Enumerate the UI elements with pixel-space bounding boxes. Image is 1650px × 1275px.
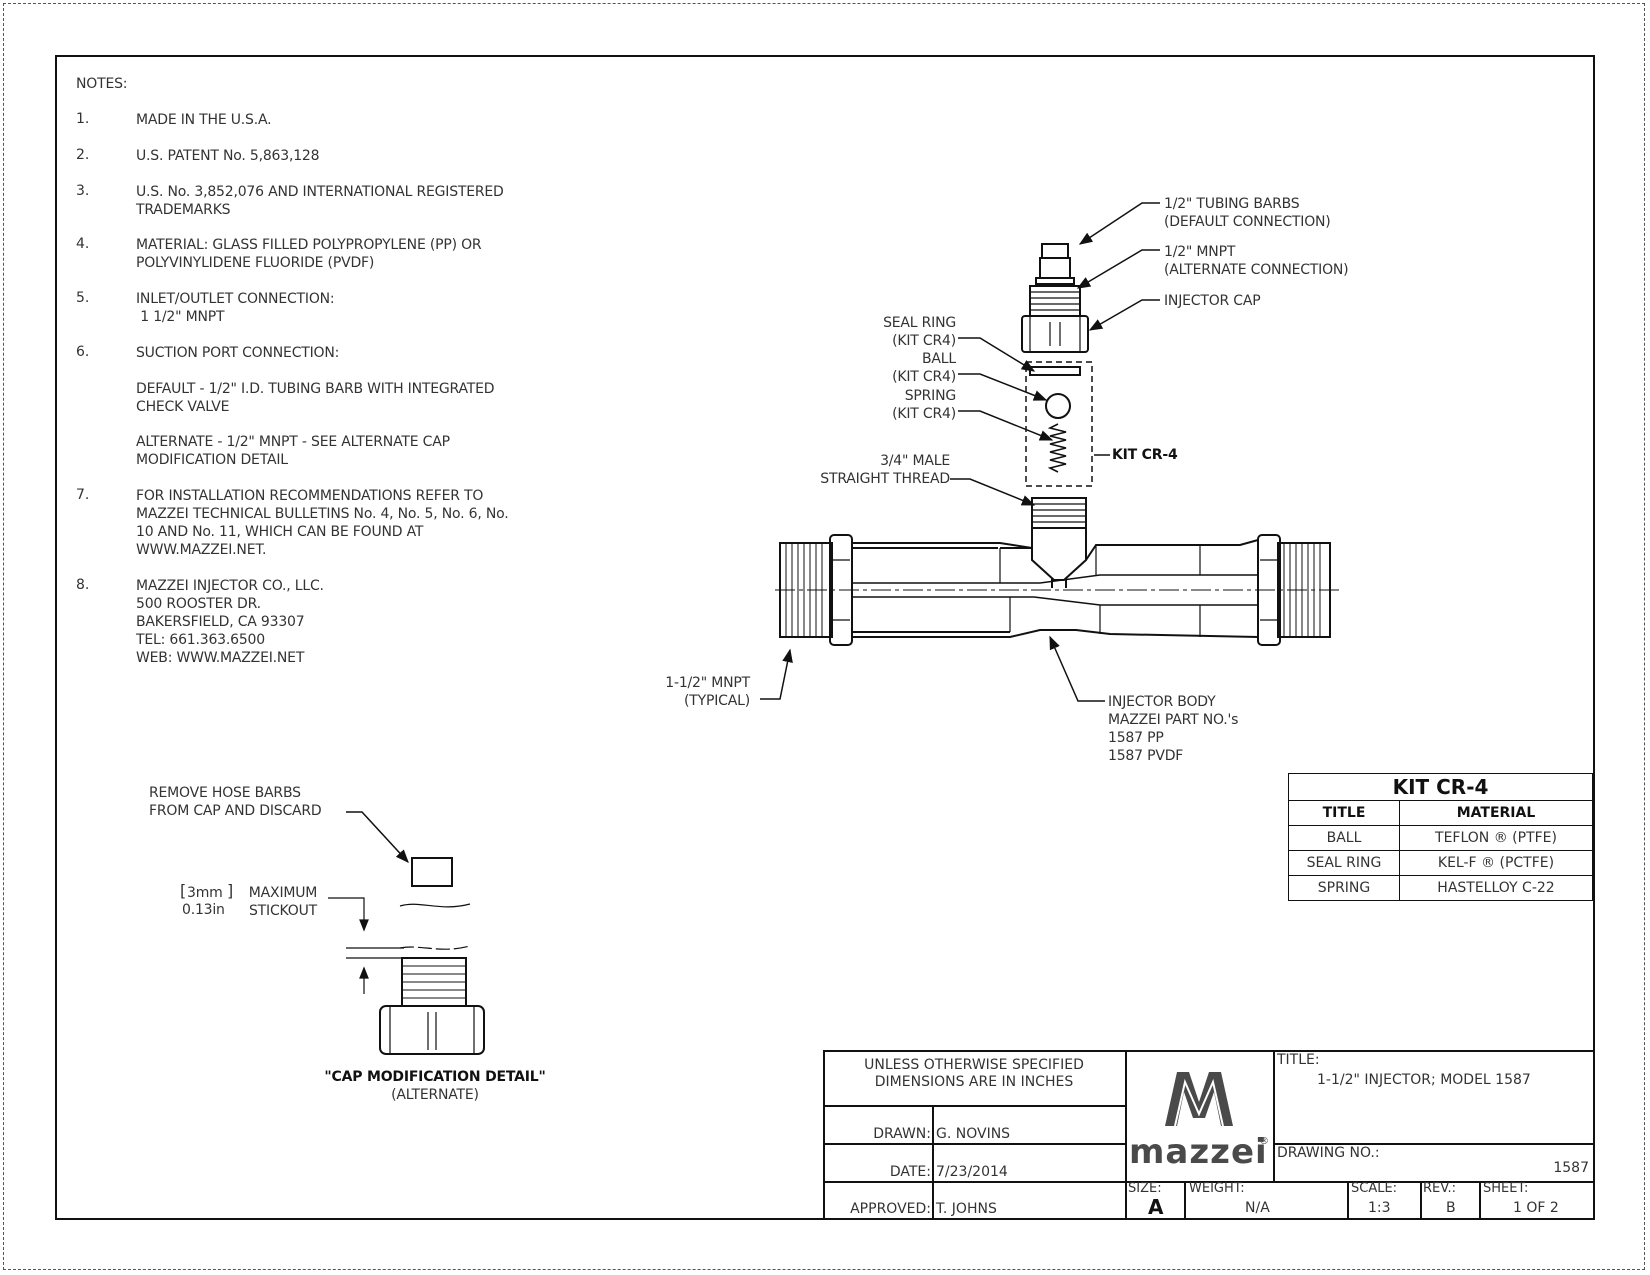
- unless-specified-note: UNLESS OTHERWISE SPECIFIED DIMENSIONS AR…: [864, 1057, 1084, 1090]
- note-text: DEFAULT - 1/2" I.D. TUBING BARB WITH INT…: [136, 381, 495, 415]
- note-number: 2.: [76, 147, 90, 163]
- rev-label: REV.:: [1423, 1181, 1456, 1196]
- table-row: SEAL RING KEL-F ® (PCTFE): [1288, 850, 1593, 876]
- dimension-bracket-l: [: [180, 881, 187, 900]
- callout-tubing-barbs: 1/2" TUBING BARBS (DEFAULT CONNECTION): [1164, 196, 1331, 230]
- logo-registered-mark: ®: [1259, 1136, 1269, 1147]
- weight-value: N/A: [1245, 1200, 1270, 1216]
- note-text: FOR INSTALLATION RECOMMENDATIONS REFER T…: [136, 488, 509, 558]
- callout-spring: SPRING (KIT CR4): [892, 388, 956, 422]
- callout-kit-cr4: KIT CR-4: [1112, 447, 1178, 463]
- kit-cell-title: SPRING: [1288, 875, 1400, 901]
- note-number: 4.: [76, 236, 90, 252]
- callout-male-thread: 3/4" MALE STRAIGHT THREAD: [820, 453, 950, 487]
- note-number: 1.: [76, 111, 90, 127]
- dimension-in: 0.13in: [182, 902, 225, 918]
- sheet-label: SHEET:: [1483, 1181, 1529, 1196]
- dimension-mm: 3mm: [187, 885, 223, 901]
- kit-cell-title: SEAL RING: [1288, 850, 1400, 876]
- drawn-label: DRAWN:: [873, 1126, 931, 1142]
- rev-value: B: [1446, 1200, 1456, 1216]
- sheet-value: 1 OF 2: [1513, 1200, 1559, 1216]
- kit-col-title: TITLE: [1288, 800, 1400, 826]
- drawing-no-value: 1587: [1553, 1160, 1589, 1176]
- injector-body: [775, 528, 1340, 646]
- table-row: BALL TEFLON ® (PTFE): [1288, 825, 1593, 851]
- note-text: SUCTION PORT CONNECTION:: [136, 345, 340, 361]
- date-label: DATE:: [889, 1164, 931, 1180]
- cap-thread: [401, 957, 467, 1007]
- max-stickout-label: MAXIMUM STICKOUT: [248, 885, 318, 919]
- leader-lines: [760, 202, 1160, 702]
- kit-cell-title: BALL: [1288, 825, 1400, 851]
- kit-cr4-table: KIT CR-4 TITLE MATERIAL BALL TEFLON ® (P…: [1288, 773, 1593, 901]
- removed-barb: [411, 857, 453, 887]
- title-label: TITLE:: [1277, 1052, 1320, 1068]
- kit-col-material: MATERIAL: [1399, 800, 1593, 826]
- cap-body: [379, 1005, 485, 1055]
- scale-label: SCALE:: [1351, 1181, 1398, 1196]
- drawing-frame: [55, 55, 1595, 1220]
- note-number: 5.: [76, 290, 90, 306]
- note-number: 7.: [76, 487, 90, 503]
- drawing-no-label: DRAWING NO.:: [1277, 1145, 1380, 1161]
- note-text: INLET/OUTLET CONNECTION: 1 1/2" MNPT: [136, 291, 335, 325]
- cap-detail-title: "CAP MODIFICATION DETAIL": [324, 1069, 546, 1085]
- note-text: U.S. PATENT No. 5,863,128: [136, 148, 320, 164]
- callout-mnpt-typical: 1-1/2" MNPT (TYPICAL): [665, 675, 750, 709]
- drawn-value: G. NOVINS: [936, 1126, 1011, 1142]
- note-text: ALTERNATE - 1/2" MNPT - SEE ALTERNATE CA…: [136, 434, 450, 468]
- size-value: A: [1148, 1195, 1164, 1219]
- callout-ball: BALL (KIT CR4): [892, 351, 956, 385]
- logo-wordmark: mazzei: [1129, 1132, 1268, 1172]
- kit-cr4-boundary: [1025, 361, 1093, 487]
- title-block: UNLESS OTHERWISE SPECIFIED DIMENSIONS AR…: [823, 1050, 1595, 1220]
- approved-value: T. JOHNS: [936, 1201, 997, 1217]
- callout-injector-cap: INJECTOR CAP: [1164, 293, 1261, 309]
- kit-table-title: KIT CR-4: [1288, 773, 1593, 801]
- kit-cell-material: KEL-F ® (PCTFE): [1399, 850, 1593, 876]
- note-number: 6.: [76, 344, 90, 360]
- kit-cell-material: TEFLON ® (PTFE): [1399, 825, 1593, 851]
- kit-cell-material: HASTELLOY C-22: [1399, 875, 1593, 901]
- tubing-barb: [1035, 243, 1075, 285]
- date-value: 7/23/2014: [936, 1164, 1008, 1180]
- table-row: SPRING HASTELLOY C-22: [1288, 875, 1593, 901]
- callout-half-mnpt: 1/2" MNPT (ALTERNATE CONNECTION): [1164, 244, 1349, 278]
- spring: [1047, 423, 1067, 473]
- note-text: MAZZEI INJECTOR CO., LLC. 500 ROOSTER DR…: [136, 578, 324, 666]
- callout-injector-body: INJECTOR BODY MAZZEI PART NO.'s 1587 PP …: [1108, 694, 1239, 764]
- note-text: MATERIAL: GLASS FILLED POLYPROPYLENE (PP…: [136, 237, 482, 271]
- note-text: U.S. No. 3,852,076 AND INTERNATIONAL REG…: [136, 184, 504, 218]
- straight-thread: [1031, 497, 1087, 529]
- note-number: 8.: [76, 577, 90, 593]
- notes-heading: NOTES:: [76, 76, 128, 92]
- drawing-title: 1-1/2" INJECTOR; MODEL 1587: [1317, 1072, 1531, 1088]
- callout-seal-ring: SEAL RING (KIT CR4): [883, 315, 956, 349]
- injector-cap: [1021, 315, 1089, 353]
- note-text: MADE IN THE U.S.A.: [136, 112, 272, 128]
- page-border: [3, 3, 1645, 1270]
- note-number: 3.: [76, 183, 90, 199]
- weight-label: WEIGHT:: [1189, 1181, 1245, 1196]
- stickout-dimension: [328, 897, 404, 994]
- scale-value: 1:3: [1368, 1200, 1391, 1216]
- size-label: SIZE:: [1128, 1181, 1162, 1196]
- approved-label: APPROVED:: [850, 1201, 931, 1217]
- remove-barbs-note: REMOVE HOSE BARBS FROM CAP AND DISCARD: [149, 785, 322, 819]
- ball: [1045, 393, 1071, 419]
- mazzei-logo-icon: [1165, 1072, 1233, 1127]
- dimension-bracket-r: ]: [227, 881, 234, 900]
- cap-detail-subtitle: (ALTERNATE): [391, 1087, 479, 1103]
